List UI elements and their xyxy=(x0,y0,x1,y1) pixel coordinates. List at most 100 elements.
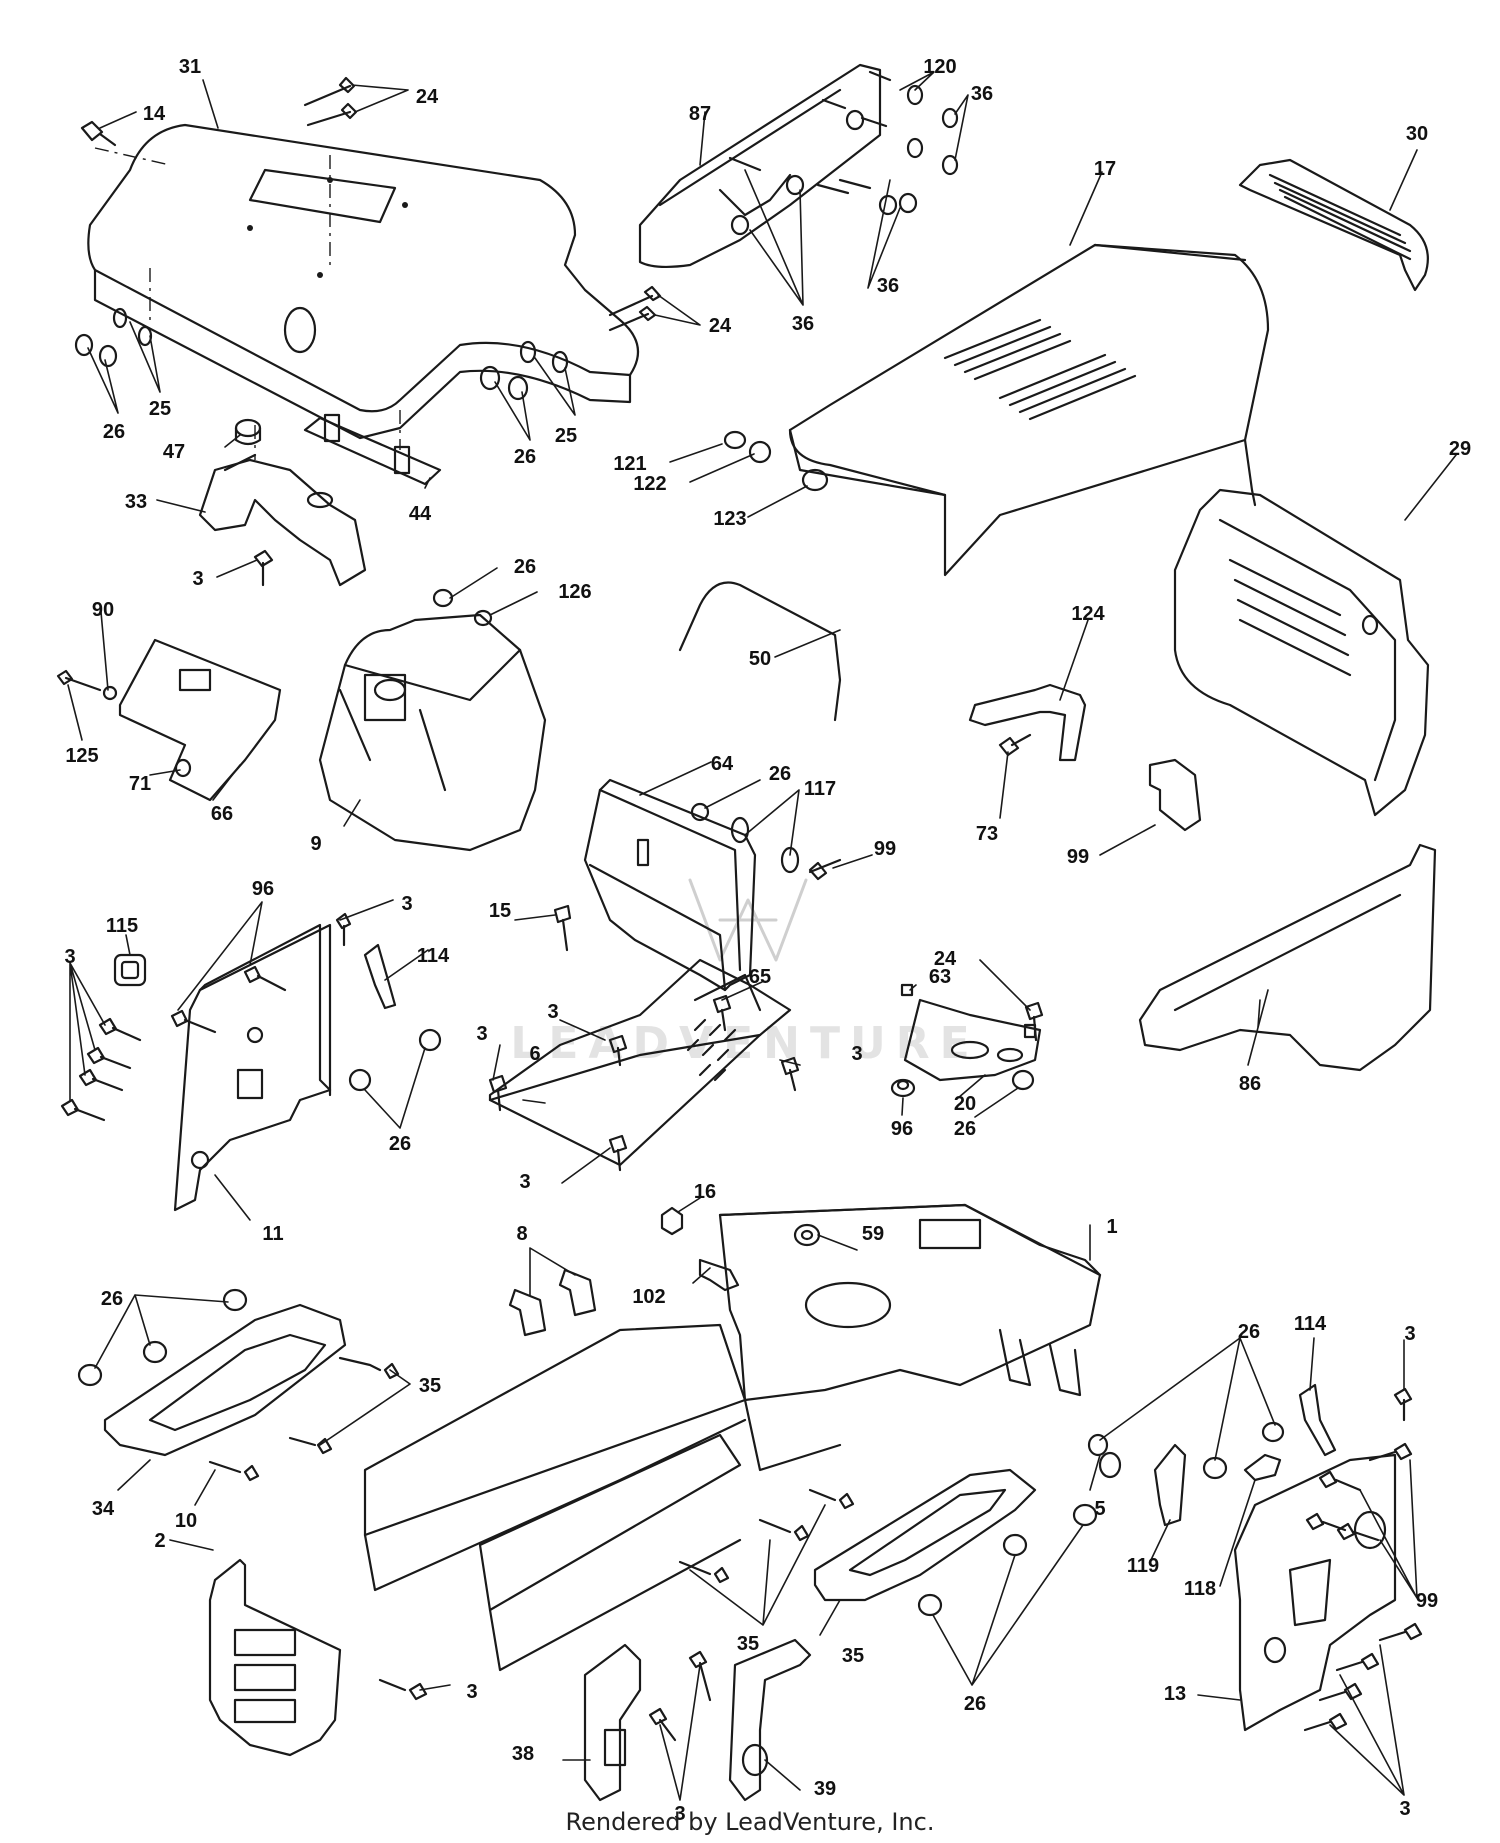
callout-3: 3 xyxy=(401,893,412,915)
callout-25: 25 xyxy=(149,398,171,420)
part-11-side-panel-left xyxy=(173,923,332,1212)
callout-26: 26 xyxy=(103,421,125,443)
part-65-3-hardware xyxy=(488,994,800,1172)
callout-119: 120 xyxy=(923,56,956,78)
callout-66: 66 xyxy=(211,803,233,825)
callout-24: 24 xyxy=(416,86,439,108)
part-3-screw-a xyxy=(253,549,274,587)
callout-123: 124 xyxy=(1071,603,1105,625)
callout-124: 99 xyxy=(1067,846,1089,868)
part-47-nut xyxy=(234,418,262,446)
callout-20: 20 xyxy=(954,1093,976,1115)
part-114-bracket-left xyxy=(363,943,397,1010)
callout-3: 3 xyxy=(1404,1323,1415,1345)
callout-5: 5 xyxy=(1094,1498,1105,1520)
callout-38: 38 xyxy=(512,1743,534,1765)
part-1-main-frame xyxy=(718,1203,1102,1472)
part-15-bolt xyxy=(553,904,572,952)
part-30-dash-panel xyxy=(87,123,640,460)
callout-24: 24 xyxy=(934,948,957,970)
leader-lines xyxy=(67,71,1457,1801)
part-44-plate xyxy=(303,413,442,486)
part-87-panel xyxy=(638,63,882,269)
callout-26: 26 xyxy=(769,763,791,785)
callout-24: 24 xyxy=(709,315,732,337)
frame-rails xyxy=(363,1323,747,1672)
part-26-126-hardware xyxy=(432,588,493,627)
callout-3: 3 xyxy=(851,1043,862,1065)
callout-35: 35 xyxy=(419,1375,441,1397)
callout-3: 3 xyxy=(674,1803,685,1825)
part-24-bolts-mid xyxy=(608,285,662,332)
callout-117: 117 xyxy=(804,778,836,800)
callout-3: 3 xyxy=(192,568,203,590)
part-16-nut xyxy=(660,1206,684,1236)
callout-102: 102 xyxy=(632,1286,665,1308)
watermark: LEADVENTURE xyxy=(510,878,970,1069)
callout-26: 26 xyxy=(389,1133,411,1155)
callout-118: 119 xyxy=(1127,1555,1159,1577)
callout-30: 31 xyxy=(179,56,201,78)
callout-15: 15 xyxy=(489,900,511,922)
callout-73: 73 xyxy=(976,823,998,845)
part-86-side-panel xyxy=(1138,843,1437,1072)
callout-99: 99 xyxy=(1416,1590,1438,1612)
callout-28: 29 xyxy=(1449,438,1471,460)
part-35-26-hardware-right xyxy=(678,1488,1098,1617)
part-20-bracket-plate xyxy=(903,998,1042,1082)
callout-11: 11 xyxy=(262,1223,283,1245)
part-3-screws-right xyxy=(1303,1387,1423,1732)
part-3-screws-bottom xyxy=(648,1650,712,1742)
callout-17: 17 xyxy=(1094,158,1116,180)
callout-47: 47 xyxy=(163,441,185,463)
callout-116: 118 xyxy=(1184,1578,1216,1600)
callout-8: 8 xyxy=(516,1223,527,1245)
callout-126: 126 xyxy=(558,581,591,603)
callout-114: 114 xyxy=(1294,1313,1327,1335)
part-63-24-96-26-hardware xyxy=(890,983,1044,1098)
callout-122: 123 xyxy=(713,508,746,530)
watermark-logo xyxy=(688,878,808,962)
callout-1: 1 xyxy=(1106,1216,1117,1238)
callout-64: 64 xyxy=(711,753,734,775)
part-14-bolt xyxy=(80,120,117,147)
part-25-26-hardware-mid xyxy=(479,340,569,401)
callout-59: 59 xyxy=(862,1223,884,1245)
callout-33: 34 xyxy=(92,1498,115,1520)
part-25-26-hardware-left xyxy=(74,307,153,368)
part-36-119-hardware xyxy=(728,70,959,236)
callout-3: 3 xyxy=(547,1001,558,1023)
part-102-clip xyxy=(698,1258,740,1292)
part-17-hood xyxy=(788,243,1270,577)
callout-36: 36 xyxy=(877,275,899,297)
callout-26: 26 xyxy=(101,1288,123,1310)
callout-3: 3 xyxy=(519,1171,530,1193)
part-5-118-116-hardware xyxy=(1087,1383,1337,1527)
callout-120: 121 xyxy=(613,453,646,475)
part-50-wire xyxy=(678,581,842,722)
callout-3: 3 xyxy=(466,1681,477,1703)
part-99-screws-right xyxy=(1305,1442,1413,1542)
part-9-fuel-tank xyxy=(318,613,547,852)
callout-31: 33 xyxy=(125,491,147,513)
hood-vents xyxy=(943,318,1137,421)
callout-3: 3 xyxy=(64,946,75,968)
callout-26: 26 xyxy=(1238,1321,1260,1343)
part-8-clips xyxy=(508,1268,597,1337)
callout-29: 30 xyxy=(1406,123,1428,145)
callout-90: 90 xyxy=(92,599,114,621)
callout-86: 86 xyxy=(1239,1073,1261,1095)
footer-credit: Rendered by LeadVenture, Inc. xyxy=(565,1808,935,1836)
part-59-nut xyxy=(793,1223,821,1247)
callout-121: 122 xyxy=(633,473,666,495)
callout-36: 36 xyxy=(792,313,814,335)
part-120-122-hardware xyxy=(723,430,829,492)
callout-63: 63 xyxy=(929,966,951,988)
part-2-front-bracket xyxy=(208,1558,342,1757)
part-24-bolts-top xyxy=(303,76,358,127)
callout-35: 35 xyxy=(737,1633,759,1655)
part-3-screw-front xyxy=(378,1678,428,1701)
callout-44: 44 xyxy=(409,503,432,525)
part-124-bracket xyxy=(1148,758,1202,832)
